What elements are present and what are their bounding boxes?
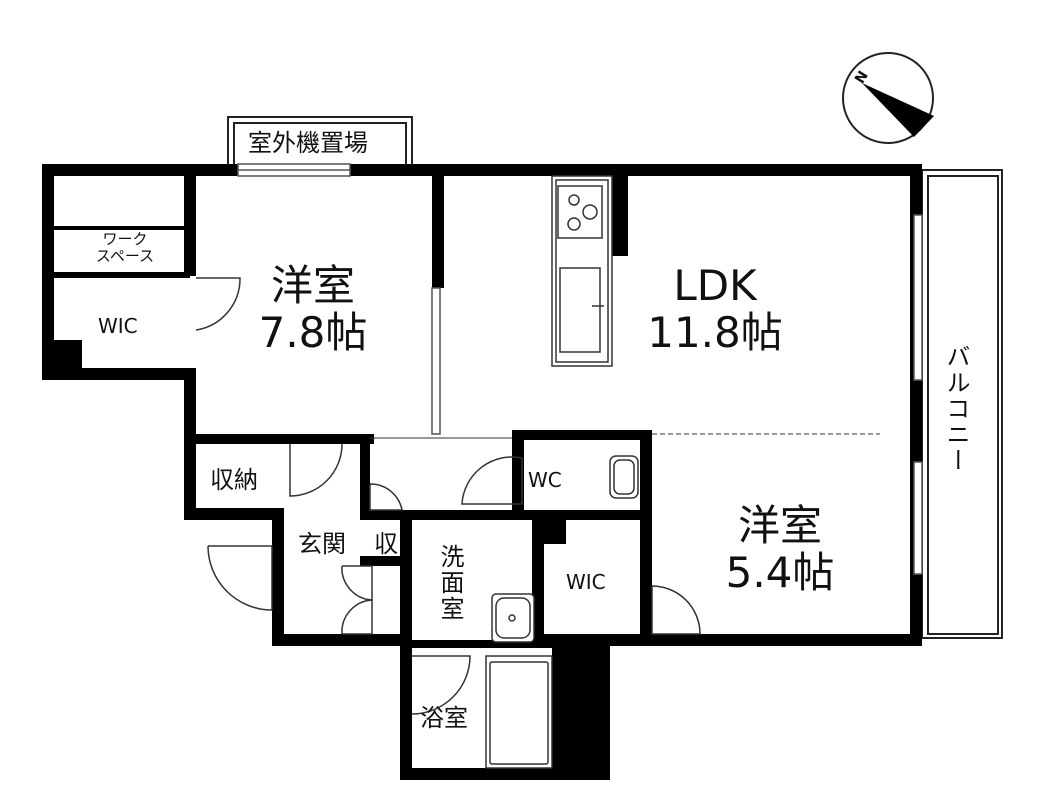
wc-label: WC [528, 468, 562, 492]
western-room-1-name: 洋室 [270, 261, 355, 310]
balcony-label: バルコニー [942, 344, 970, 474]
washroom-label: 洗面室 [436, 544, 464, 622]
kitchen-counter [551, 175, 613, 367]
exterior-walls [42, 164, 922, 780]
small-storage-label: 収 [374, 530, 398, 558]
windows [237, 163, 923, 575]
washbasin [491, 593, 535, 643]
interior-walls [54, 176, 652, 648]
bathroom-label: 浴室 [420, 704, 468, 732]
bathtub [485, 655, 553, 769]
ldk-name: LDK [673, 261, 757, 310]
ldk-label: LDK 11.8帖 [640, 262, 790, 356]
ldk-size: 11.8帖 [647, 308, 783, 358]
western-room-2-label: 洋室 5.4帖 [715, 502, 845, 596]
wic-2-label: WIC [566, 570, 606, 594]
compass-icon: N [842, 52, 934, 144]
outdoor-unit-label: 室外機置場 [248, 129, 368, 157]
work-space-line1: ワーク [102, 230, 148, 248]
western-room-2-name: 洋室 [737, 501, 822, 550]
door-swings [195, 277, 701, 715]
sliding-doors [370, 433, 880, 439]
western-room-1-size: 7.8帖 [258, 308, 368, 358]
toilet-fixture [609, 455, 639, 499]
work-space-label: ワーク スペース [80, 230, 170, 266]
entrance-label: 玄関 [298, 530, 346, 558]
storage-label: 収納 [210, 466, 258, 494]
western-room-2-size: 5.4帖 [725, 548, 835, 598]
wic-1-label: WIC [98, 314, 138, 338]
western-room-1-label: 洋室 7.8帖 [248, 262, 378, 356]
work-space-line2: スペース [95, 247, 155, 266]
